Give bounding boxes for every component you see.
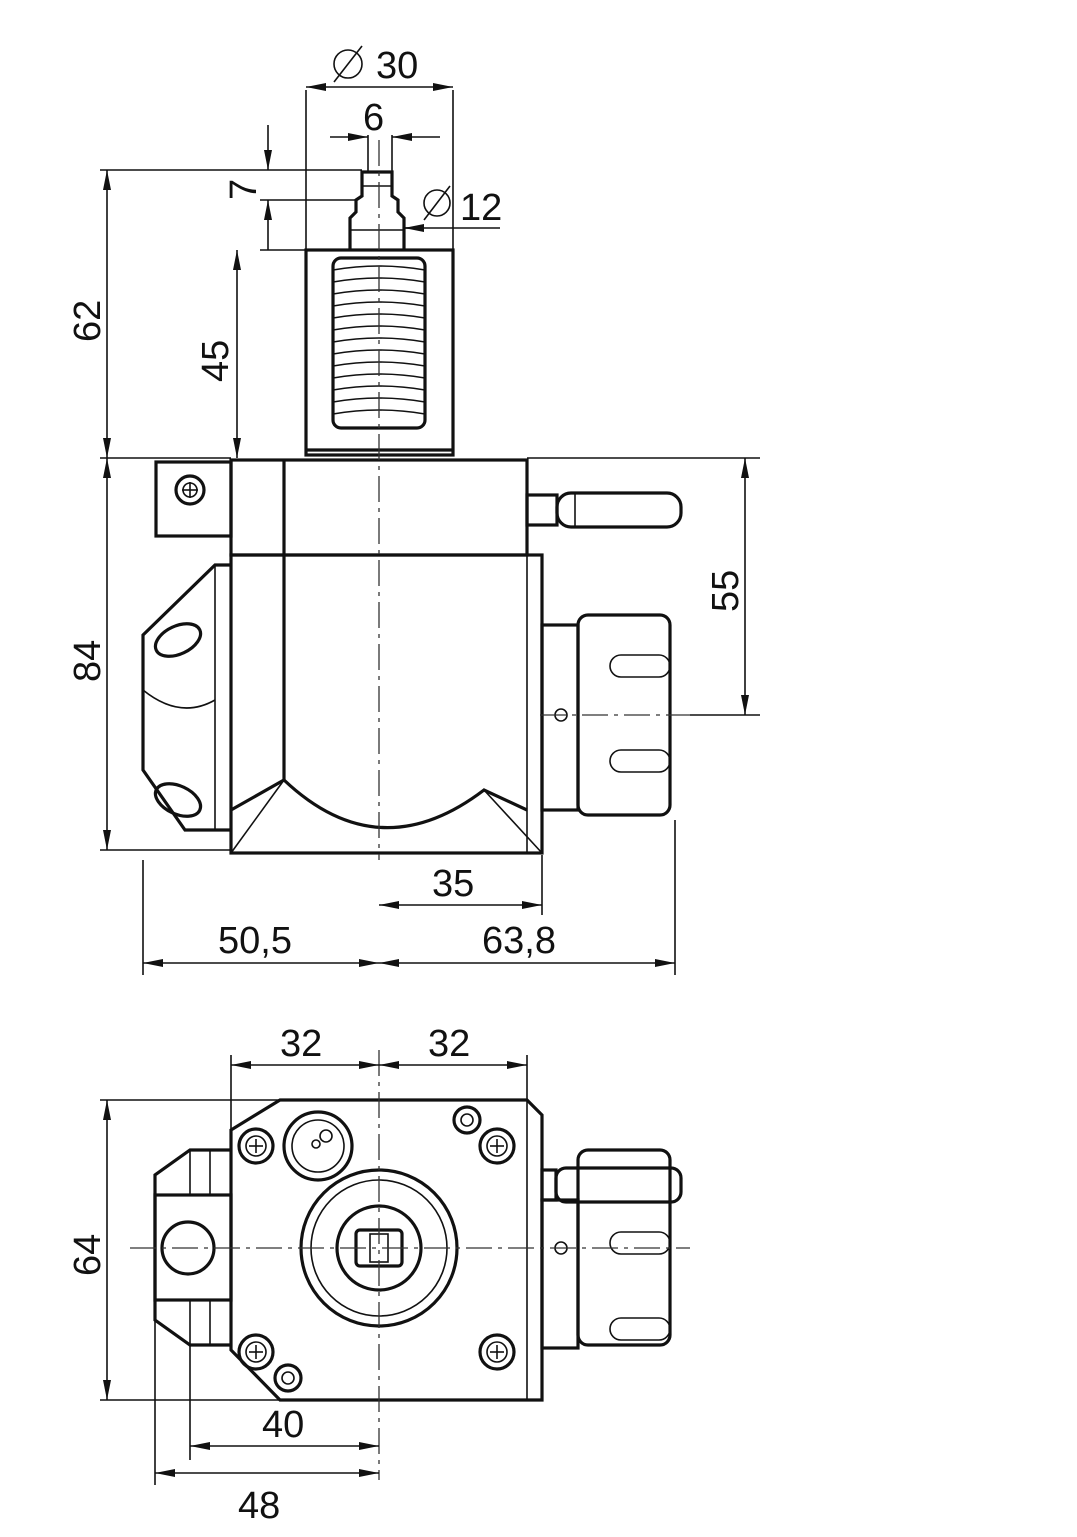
dim-dia12: 12 [460,187,502,229]
dim-64: 64 [67,1234,109,1276]
dim-dia30: 30 [376,45,418,87]
dim-62: 62 [67,300,109,342]
dowel-pin-bottom [273,1363,303,1393]
bottom-housing [229,1098,544,1402]
diameter-symbol-30 [333,45,363,83]
left-nozzle [141,563,231,832]
screw-bottom-left [237,1333,275,1371]
diameter-symbol-12 [423,185,451,221]
dim-32-right: 32 [428,1023,470,1065]
dim-40: 40 [262,1404,304,1446]
dim-7: 7 [223,179,265,200]
screw-bottom-right [478,1333,516,1371]
left-clamp [154,460,233,538]
dim-50-5: 50,5 [218,920,292,962]
right-handle [525,491,683,529]
dowel-pin-top [452,1105,482,1135]
front-extension-lines [100,90,760,975]
bottom-right-assembly [540,1148,683,1350]
bottom-extension-lines [100,1055,528,1485]
dim-55: 55 [705,570,747,612]
main-housing [229,458,544,855]
bottom-view: 32 32 64 40 48 [67,1023,690,1527]
dim-45: 45 [195,340,237,382]
screw-top-right [478,1127,516,1165]
dim-84: 84 [67,640,109,682]
dim-32-left: 32 [280,1023,322,1065]
screw-top-left [237,1127,275,1165]
dim-48: 48 [238,1485,280,1527]
dim-35: 35 [432,863,474,905]
dim-6: 6 [363,97,384,139]
dim-63-8: 63,8 [482,920,556,962]
front-view: 30 6 12 7 62 45 84 55 35 50,5 63,8 [67,45,760,975]
top-port [282,1110,354,1182]
